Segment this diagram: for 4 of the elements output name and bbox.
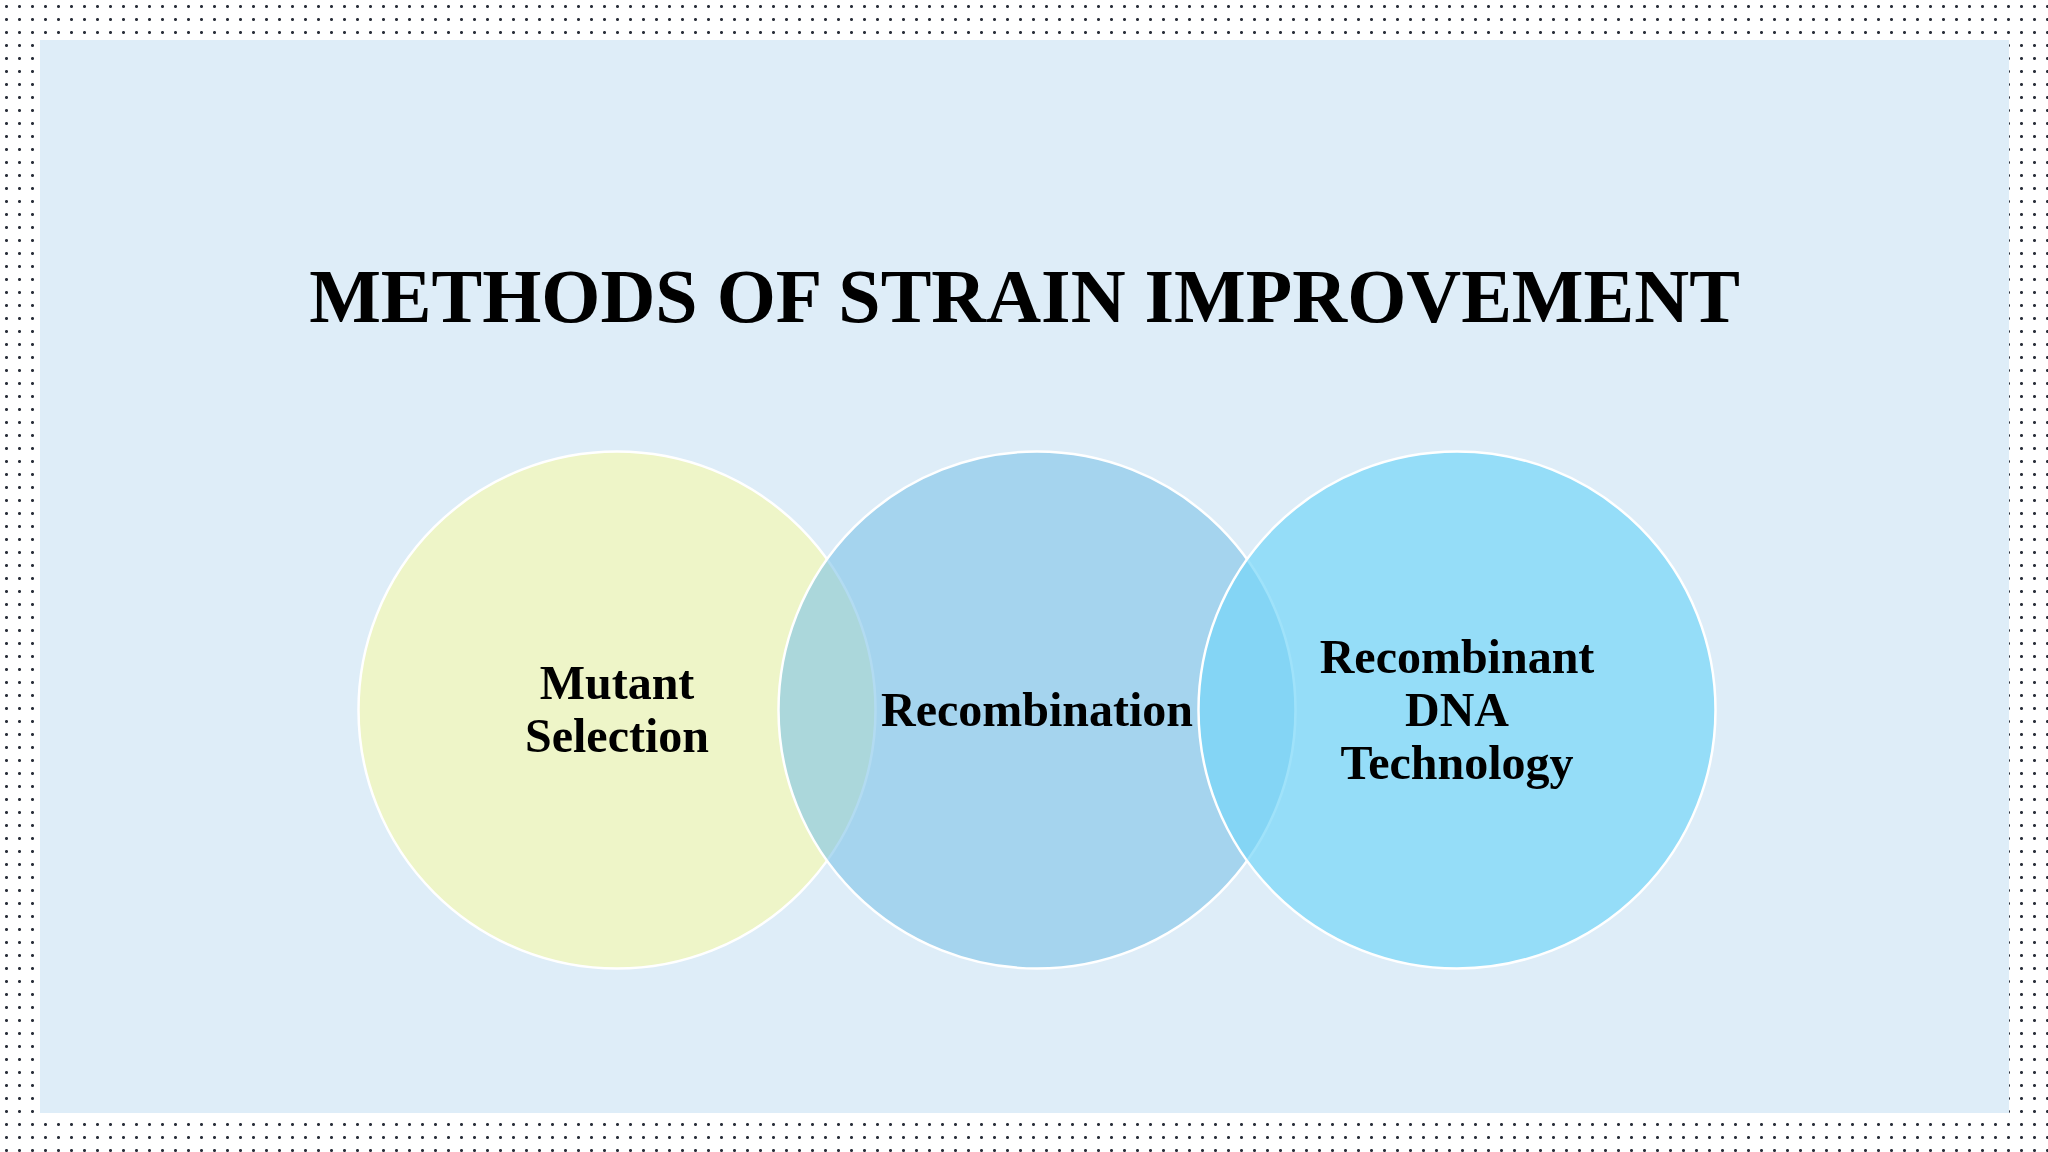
method-label: Recombinant DNA Technology	[1318, 631, 1596, 790]
method-label: Recombination	[880, 683, 1194, 737]
method-label: Mutant Selection	[524, 657, 710, 763]
slide-title: METHODS OF STRAIN IMPROVEMENT	[309, 258, 1740, 334]
